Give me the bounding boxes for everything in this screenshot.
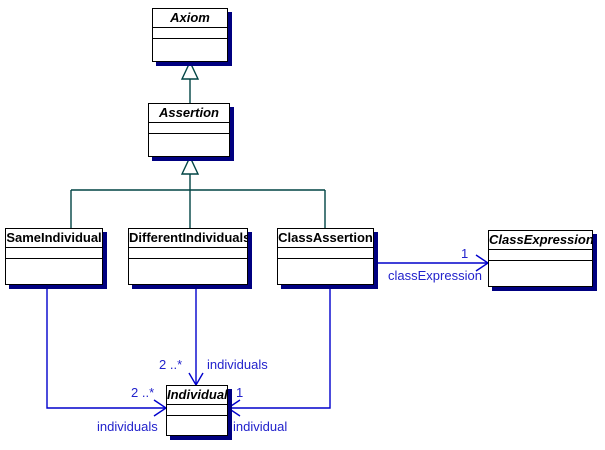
class-box-same-individual[interactable]: SameIndividual [5,228,103,285]
class-operations-assertion [149,134,229,186]
class-name-individual: Individual [167,386,227,405]
association-role-label-same-individual: individuals [97,419,158,434]
class-name-same-individual: SameIndividual [6,229,102,248]
assoc-arrowhead-same-individual [153,399,168,417]
class-operations-different-individuals [129,259,247,314]
class-operations-individual [167,416,227,450]
class-name-class-expression: ClassExpression [489,231,592,250]
association-role-label-class-assertion-individual: individual [233,419,288,434]
class-box-axiom[interactable]: Axiom [152,8,228,62]
class-box-class-assertion[interactable]: ClassAssertion [277,228,374,285]
association-role-label-class-expression: classExpression [388,268,482,283]
class-name-axiom: Axiom [153,9,227,28]
class-attributes-axiom [153,28,227,39]
class-attributes-same-individual [6,248,102,259]
class-name-assertion: Assertion [149,104,229,123]
class-operations-class-assertion [278,259,373,314]
class-attributes-class-assertion [278,248,373,259]
class-attributes-different-individuals [129,248,247,259]
class-attributes-assertion [149,123,229,134]
assoc-arrowhead-class-assertion-individual [226,399,241,417]
class-box-class-expression[interactable]: ClassExpression [488,230,593,287]
class-operations-class-expression [489,261,592,316]
class-attributes-individual [167,405,227,416]
association-role-label-different-individuals: individuals [207,357,268,372]
class-operations-axiom [153,39,227,91]
assoc-arrowhead-different-individuals [188,372,204,387]
class-box-individual[interactable]: Individual [166,385,228,436]
class-box-assertion[interactable]: Assertion [148,103,230,157]
class-operations-same-individual [6,259,102,314]
association-multiplicity-label-class-expression: 1 [461,246,469,261]
association-multiplicity-label-different-individuals: 2 ..* [159,357,183,372]
association-multiplicity-label-class-assertion-individual: 1 [236,385,244,400]
class-attributes-class-expression [489,250,592,261]
association-multiplicity-label-same-individual: 2 ..* [131,385,155,400]
class-box-different-individuals[interactable]: DifferentIndividuals [128,228,248,285]
class-name-different-individuals: DifferentIndividuals [129,229,247,248]
class-name-class-assertion: ClassAssertion [278,229,373,248]
